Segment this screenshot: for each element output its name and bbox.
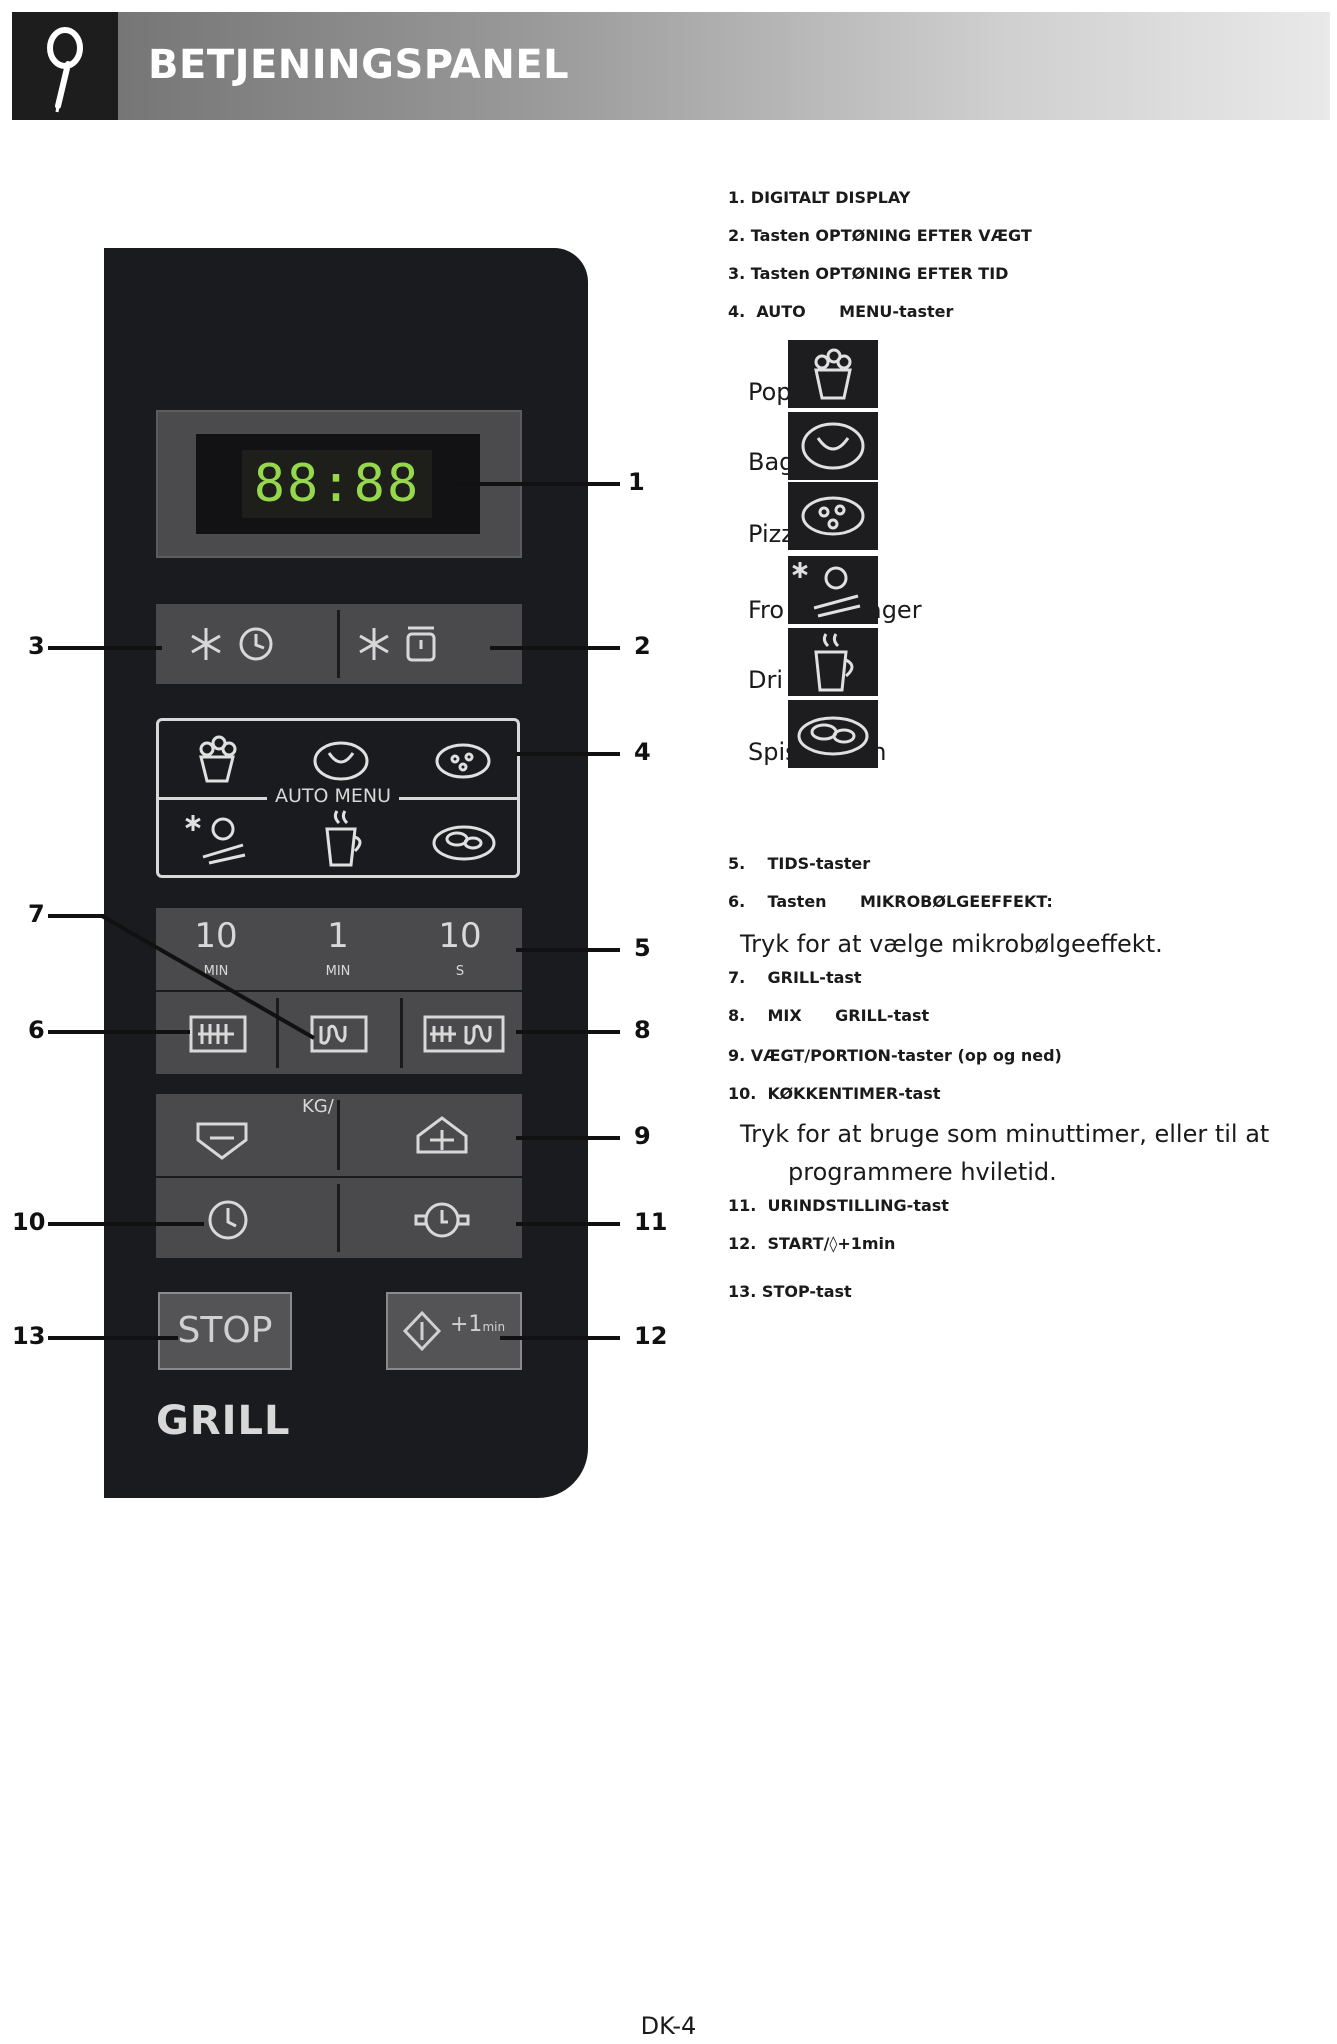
legend-item-7: 7. GRILL-tast [728,968,862,987]
weight-up-icon[interactable] [412,1112,472,1162]
weight-row: KG/ [156,1094,522,1176]
legend-item-2: 2. Tasten OPTØNING EFTER VÆGT [728,226,1032,245]
page-number: DK-4 [0,2012,1337,2040]
dish-popcorn: Pop [748,378,792,406]
legend-item-9: 9. VÆGT/PORTION-taster (op og ned) [728,1046,1062,1065]
control-panel: 88:88 AUTO MENU [104,248,588,1498]
defrost-by-time-button[interactable] [156,604,336,684]
callout-12: 12 [634,1322,667,1350]
weight-label: KG/ [302,1096,334,1117]
stop-button[interactable]: STOP [158,1292,292,1370]
timer-clock-row [156,1178,522,1258]
pin-icon [12,12,118,120]
frozen-vegetables-icon [788,556,878,624]
defrost-by-weight-button[interactable] [340,604,522,684]
callout-13: 13 [12,1322,45,1350]
snowflake-scale-icon [340,604,522,684]
brand-label: GRILL [156,1398,291,1444]
callout-4: 4 [634,738,651,766]
callout-10: 10 [12,1208,45,1236]
popcorn-icon [788,340,878,408]
legend-note-6: Tryk for at vælge mikrobølgeeffekt. [740,930,1163,958]
snowflake-clock-icon [156,604,336,684]
dish-pizza: Pizz [748,520,794,548]
plate-icon[interactable] [429,813,499,869]
pizza-icon [788,482,878,550]
start-diamond-icon [402,1310,442,1352]
legend-item-5: 5. TIDS-taster [728,854,870,873]
frozen-vegetables-icon[interactable] [183,809,253,871]
legend-item-8: 8. MIX GRILL-tast [728,1006,929,1025]
beverage-icon[interactable] [309,807,373,871]
auto-menu-label: AUTO MENU [267,785,399,807]
callout-9: 9 [634,1122,651,1150]
weight-down-icon[interactable] [192,1114,252,1164]
legend-note-10b: programmere hviletid. [788,1158,1057,1186]
callout-2: 2 [634,632,651,660]
ten-seconds-button[interactable]: 10 S [400,908,522,990]
start-button[interactable]: +1min [386,1292,522,1370]
legend-item-11: 11. URINDSTILLING-tast [728,1196,949,1215]
page-title: BETJENINGSPANEL [148,42,569,88]
callout-7: 7 [28,900,45,928]
callout-3: 3 [28,632,45,660]
legend-note-10a: Tryk for at bruge som minuttimer, eller … [740,1120,1269,1148]
auto-menu-group: AUTO MENU [156,718,520,878]
legend-item-1: 1. DIGITALT DISPLAY [728,188,910,207]
callout-6: 6 [28,1016,45,1044]
popcorn-icon[interactable] [187,731,247,787]
potato-icon [788,412,878,480]
page-header: BETJENINGSPANEL [12,12,1330,120]
mix-grill-icon[interactable] [422,1014,506,1054]
display-digits: 88:88 [242,450,432,518]
legend-item-12: 12. START/◊+1min [728,1234,895,1253]
beverage-icon [788,628,878,696]
legend-item-10: 10. KØKKENTIMER-tast [728,1084,940,1103]
callout-8: 8 [634,1016,651,1044]
plate-icon [788,700,878,768]
start-label: +1min [450,1312,505,1337]
potato-icon[interactable] [309,731,373,787]
legend-item-3: 3. Tasten OPTØNING EFTER TID [728,264,1008,283]
callout-11: 11 [634,1208,667,1236]
callout-5: 5 [634,934,651,962]
legend-item-13: 13. STOP-tast [728,1282,852,1301]
pizza-icon[interactable] [431,731,495,787]
defrost-row [156,604,522,684]
clock-icon[interactable] [412,1196,472,1244]
legend-item-6: 6. Tasten MIKROBØLGEEFFEKT: [728,892,1053,911]
kitchen-timer-icon[interactable] [204,1196,252,1244]
legend-item-4: 4. AUTO MENU-taster [728,302,953,321]
callout-1: 1 [628,468,645,496]
